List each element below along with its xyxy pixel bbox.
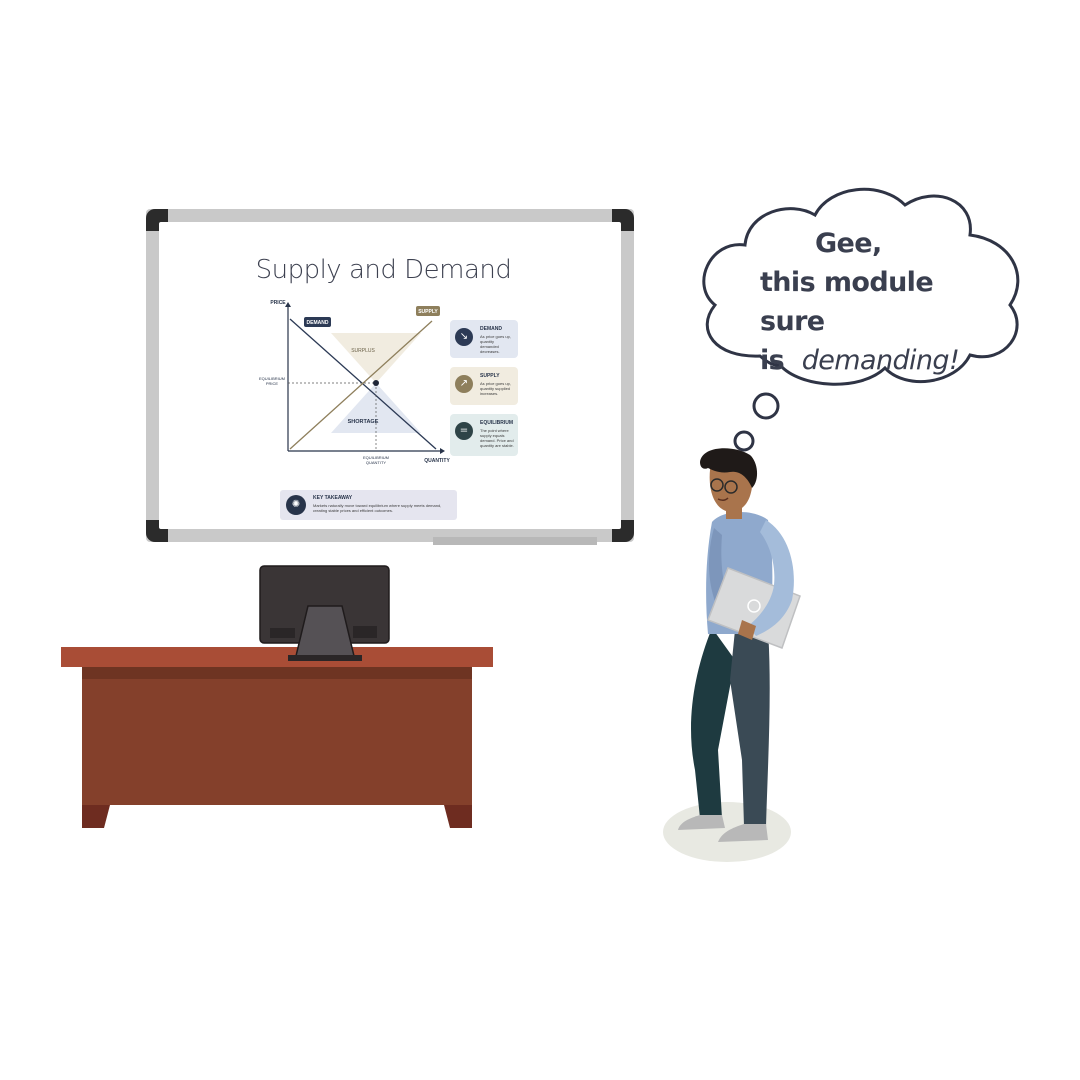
demand-tag-bg bbox=[304, 317, 331, 327]
thought-line-1: Gee, bbox=[815, 228, 882, 259]
key-takeaway-box: ✺ KEY TAKEAWAY Markets naturally move to… bbox=[280, 490, 457, 520]
supply-card-title: SUPPLY bbox=[480, 373, 500, 379]
board-title: Supply and Demand bbox=[255, 255, 512, 285]
whiteboard-surface: Supply and Demand DEMAND SUPPLY SURP bbox=[159, 222, 621, 529]
supply-card-text: As price goes up, quantity supplied incr… bbox=[480, 381, 511, 396]
equilibrium-card: = EQUILIBRIUM The point where supply equ… bbox=[450, 414, 518, 456]
thought-text: Gee, this module sure is demanding! bbox=[760, 224, 970, 380]
student-character bbox=[663, 448, 801, 862]
thought-line-3: is demanding! bbox=[760, 341, 970, 380]
desk bbox=[61, 647, 493, 828]
takeaway-text: Markets naturally move toward equilibriu… bbox=[313, 503, 442, 513]
supply-curve bbox=[289, 320, 433, 450]
supply-card: ↗ SUPPLY As price goes up, quantity supp… bbox=[450, 367, 518, 405]
thought-emphasis: demanding! bbox=[801, 345, 960, 376]
monitor bbox=[259, 565, 390, 661]
surplus-region bbox=[331, 333, 421, 383]
whiteboard: Supply and Demand DEMAND SUPPLY SURP bbox=[146, 209, 634, 545]
quantity-axis-label: QUANTITY bbox=[424, 458, 450, 464]
equilibrium-point bbox=[373, 380, 379, 386]
arrow-down-right-icon: ↘ bbox=[455, 328, 473, 346]
surplus-label: SURPLUS bbox=[351, 348, 375, 354]
lightbulb-icon: ✺ bbox=[286, 495, 306, 515]
price-axis-label: PRICE bbox=[270, 300, 286, 306]
takeaway-title: KEY TAKEAWAY bbox=[313, 495, 353, 501]
thought-bubble bbox=[702, 187, 1020, 452]
demand-card: ↘ DEMAND As price goes up, quantity dema… bbox=[450, 320, 518, 358]
demand-card-text: As price goes up, quantity demanded decr… bbox=[480, 334, 511, 354]
supply-demand-diagram: DEMAND SUPPLY SURPLUS SHORTAGE PRICE QUA… bbox=[259, 300, 450, 465]
demand-tag: DEMAND bbox=[307, 320, 329, 326]
arrow-up-right-icon: ↗ bbox=[455, 375, 473, 393]
demand-card-title: DEMAND bbox=[480, 326, 502, 332]
thought-line-3-prefix: is bbox=[760, 345, 785, 376]
quantity-axis-arrow bbox=[440, 448, 445, 454]
price-axis-arrow bbox=[285, 302, 291, 307]
equilibrium-card-text: The point where supply equals demand. Pr… bbox=[480, 428, 514, 448]
equals-icon: = bbox=[455, 422, 473, 440]
supply-tag: SUPPLY bbox=[418, 309, 438, 315]
shortage-label: SHORTAGE bbox=[348, 419, 379, 425]
equilibrium-card-title: EQUILIBRIUM bbox=[480, 420, 514, 426]
thought-line-2: this module sure bbox=[760, 267, 934, 337]
marker-tray bbox=[433, 537, 597, 545]
supply-tag-bg bbox=[416, 306, 440, 316]
